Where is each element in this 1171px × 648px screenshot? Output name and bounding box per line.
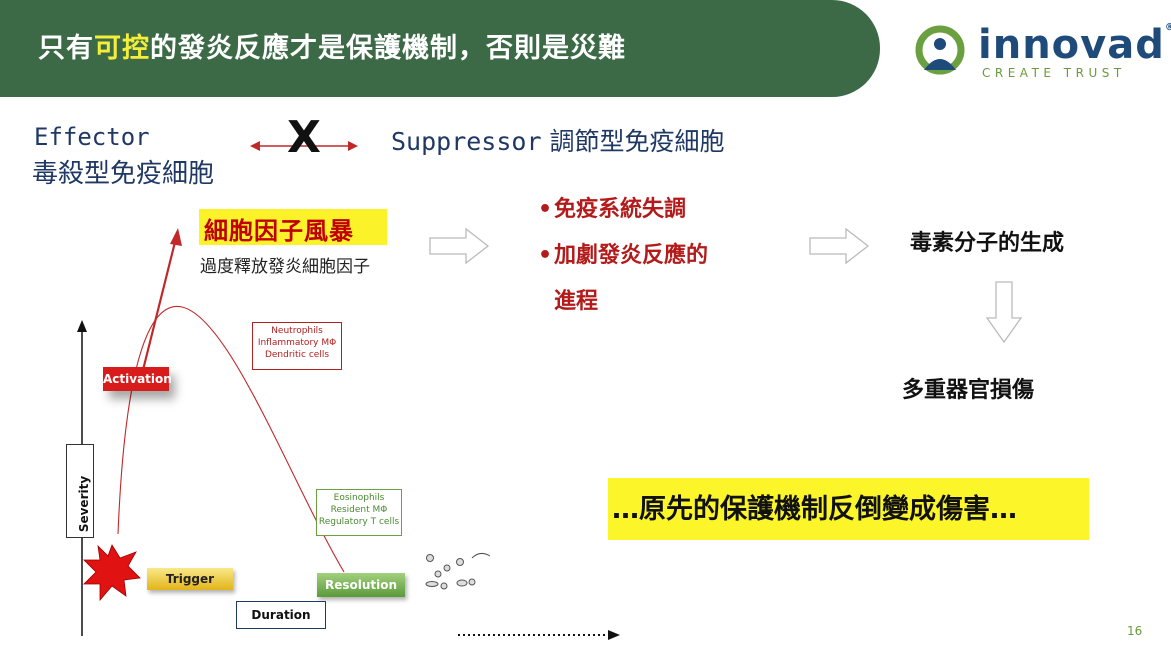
innovad-logo-icon <box>915 25 965 75</box>
trigger-label: Trigger <box>147 568 233 590</box>
page-title: 只有可控的發炎反應才是保護機制，否則是災難 <box>38 26 626 65</box>
conclusion-text: …原先的保護機制反倒變成傷害… <box>612 494 1017 525</box>
logo-wordmark: innovad® <box>978 22 1171 68</box>
severity-label: Severity <box>77 475 91 533</box>
double-arrow-icon <box>250 141 358 151</box>
immune-cells-icon <box>425 552 491 590</box>
header-bar <box>0 0 880 97</box>
duration-label: Duration <box>236 601 326 629</box>
cross-mark-icon: X <box>287 112 321 163</box>
inflammation-curve-diagram <box>77 228 620 640</box>
conclusion-banner <box>608 478 1089 540</box>
bullet-item: •加劇發炎反應的 <box>538 243 709 268</box>
activation-arrow <box>140 237 178 375</box>
effector-label-zh: 毒殺型免疫細胞 <box>32 159 215 189</box>
hollow-right-arrow-icon <box>809 227 870 265</box>
title-post: 的發炎反應才是保護機制，否則是災難 <box>150 33 626 64</box>
resolution-label: Resolution <box>317 573 405 597</box>
hollow-right-arrow-icon <box>429 227 490 265</box>
bullet-item: •免疫系統失調 <box>538 197 687 222</box>
organ-damage-outcome: 多重器官損傷 <box>902 378 1035 403</box>
title-highlight: 可控 <box>94 33 150 64</box>
logo-tagline: CREATE TRUST <box>982 66 1126 80</box>
title-pre: 只有 <box>38 33 94 64</box>
suppressor-label: Suppressor 調節型免疫細胞 <box>391 127 725 156</box>
severity-box <box>66 444 94 538</box>
storm-title: 細胞因子風暴 <box>204 217 354 245</box>
effector-label-en: Effector <box>34 123 150 151</box>
activation-label: Activation <box>103 367 172 391</box>
page-number: 16 <box>1127 624 1143 638</box>
storm-subtitle: 過度釋放發炎細胞因子 <box>200 257 370 277</box>
bullet-item: 進程 <box>554 289 599 314</box>
trigger-burst-icon <box>83 544 141 602</box>
inflammation-curve <box>117 305 345 573</box>
toxin-outcome: 毒素分子的生成 <box>910 231 1065 256</box>
hollow-down-arrow-icon <box>985 281 1023 344</box>
storm-highlight <box>199 209 387 245</box>
